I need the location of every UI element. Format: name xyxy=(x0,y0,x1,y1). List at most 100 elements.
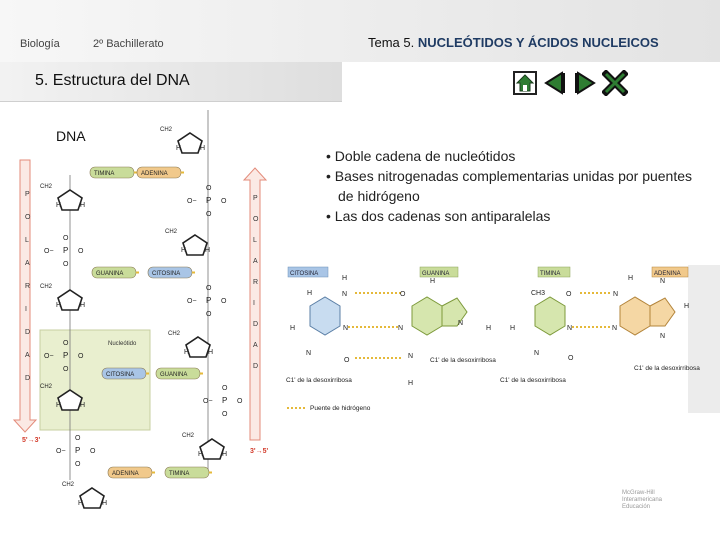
phosphate-atom: P xyxy=(75,446,80,455)
next-arrow-icon xyxy=(575,71,596,95)
left-end-label: 5'→3' xyxy=(22,437,40,444)
svg-text:O: O xyxy=(566,291,572,298)
right-polarity-letter: D xyxy=(253,321,258,328)
right-polarity-letter: R xyxy=(253,279,258,286)
phosphate-atom: O xyxy=(63,261,69,268)
phosphate-atom: O− xyxy=(187,298,197,305)
svg-text:N: N xyxy=(408,353,413,360)
base-label: TIMINA xyxy=(169,471,189,477)
left-polarity-letter: O xyxy=(25,214,31,221)
svg-text:N: N xyxy=(613,291,618,298)
base-label: TIMINA xyxy=(94,171,114,177)
svg-text:N: N xyxy=(343,325,348,332)
sugar-atom: H xyxy=(181,247,186,254)
phosphate-atom: O xyxy=(206,211,212,218)
phosphate-atom: P xyxy=(63,351,68,360)
citosina-label-box xyxy=(287,266,329,278)
sugar-ring xyxy=(177,132,203,154)
legend-label: Puente de hidrógeno xyxy=(310,405,371,412)
hydrogen-bonds xyxy=(348,292,612,359)
sugar-ring xyxy=(57,289,83,311)
sugar-atom: H xyxy=(56,202,61,209)
svg-text:N: N xyxy=(306,350,311,357)
phosphate-atom: O xyxy=(63,235,69,242)
left-polarity-arrow xyxy=(12,159,38,433)
close-button[interactable] xyxy=(602,70,628,96)
svg-text:CH3: CH3 xyxy=(531,290,545,297)
phosphate-atom: P xyxy=(222,396,227,405)
sugar-atom: CH2 xyxy=(62,482,75,488)
phosphate-atom: O xyxy=(78,353,84,360)
sugar-atom: CH2 xyxy=(40,184,53,190)
right-end-label: 3'→5' xyxy=(250,448,268,455)
next-button[interactable] xyxy=(572,70,598,96)
sugar-atom: H xyxy=(198,451,203,458)
sugar-atom: CH2 xyxy=(40,384,53,390)
phosphate-atom: O xyxy=(206,185,212,192)
adenine-ring-2 xyxy=(649,297,676,327)
sugar-atom: H xyxy=(184,349,189,356)
guanina-label: GUANINA xyxy=(422,271,449,277)
theme-title: Tema 5. NUCLEÓTIDOS Y ÁCIDOS NUCLEICOS xyxy=(368,35,659,50)
right-polarity-letter: D xyxy=(253,363,258,370)
adenina-label: ADENINA xyxy=(654,271,681,277)
base-label: ADENINA xyxy=(112,471,139,477)
base-label: ADENINA xyxy=(141,171,168,177)
phosphate-atom: O xyxy=(75,435,81,442)
subject-label: Biología xyxy=(20,38,60,50)
home-icon xyxy=(513,71,537,95)
svg-text:N: N xyxy=(612,325,617,332)
svg-text:H: H xyxy=(342,275,347,282)
backbone-lines xyxy=(69,110,209,480)
home-button[interactable] xyxy=(512,70,538,96)
phosphate-atom: O− xyxy=(44,248,54,255)
phosphate-atom: O xyxy=(222,411,228,418)
sugar-atom: H xyxy=(56,402,61,409)
sugar-ring xyxy=(57,389,83,411)
svg-text:N: N xyxy=(534,350,539,357)
sugar-ring xyxy=(79,487,105,509)
bullet-item: • Doble cadena de nucleótidos xyxy=(326,148,516,164)
base-label: GUANINA xyxy=(96,271,123,277)
guanine-ring xyxy=(411,296,443,336)
sugar-ring xyxy=(182,234,208,256)
svg-text:N: N xyxy=(458,320,463,327)
prev-button[interactable] xyxy=(542,70,568,96)
svg-text:H: H xyxy=(408,380,413,387)
sugar-atom: CH2 xyxy=(182,433,195,439)
svg-text:N: N xyxy=(660,278,665,285)
sugar-atom: H xyxy=(80,302,85,309)
left-polarity-letter: R xyxy=(25,283,30,290)
svg-text:H: H xyxy=(486,325,491,332)
sugar-atom: H xyxy=(80,202,85,209)
prev-arrow-icon xyxy=(544,71,565,95)
svg-text:N: N xyxy=(342,291,347,298)
left-polarity-letter: D xyxy=(25,329,30,336)
phosphate-atom: O− xyxy=(44,353,54,360)
phosphate-atom: O− xyxy=(187,198,197,205)
sugar-atom: H xyxy=(222,451,227,458)
sugar-atom: H xyxy=(205,247,210,254)
timina-label-box xyxy=(537,266,571,278)
svg-text:H: H xyxy=(290,325,295,332)
nucleotide-box xyxy=(39,329,151,431)
phosphate-atom: O− xyxy=(56,448,66,455)
guanina-label-box xyxy=(419,266,459,278)
sugar-atom: H xyxy=(78,500,83,507)
guanine-ring-2 xyxy=(441,297,468,327)
logo-line: Interamericana xyxy=(622,497,663,503)
phosphate-atom: O xyxy=(206,311,212,318)
slide-navigation xyxy=(512,70,628,96)
logo-line: Educación xyxy=(622,504,651,510)
sugar-ring xyxy=(57,189,83,211)
phosphate-atom: P xyxy=(206,196,211,205)
sugar-atom: H xyxy=(200,145,205,152)
pair1-c1-right: C1' de la desoxirribosa xyxy=(430,357,496,364)
dna-figure-title: DNA xyxy=(56,128,86,144)
close-icon xyxy=(602,70,628,96)
adenina-label-box xyxy=(651,266,689,278)
